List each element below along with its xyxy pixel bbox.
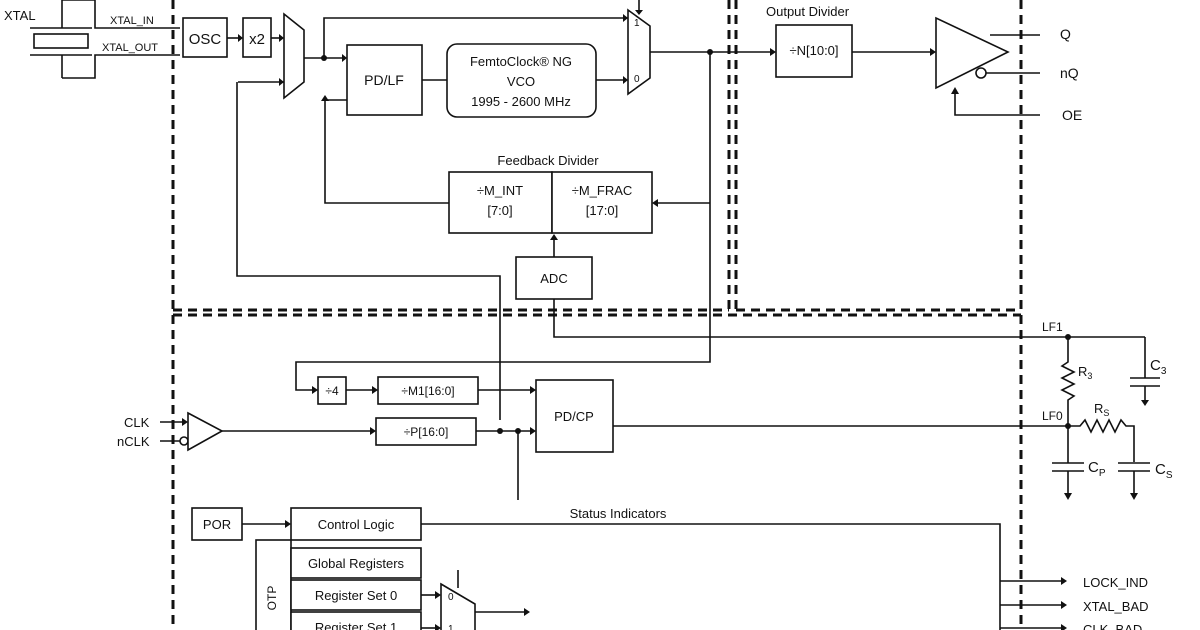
register-set-1-label: Register Set 1: [315, 620, 397, 630]
oe-label: OE: [1062, 107, 1082, 123]
p-divider-block: [375, 417, 477, 446]
register-select-mux: [440, 582, 476, 630]
m1-divider-block: [377, 376, 479, 405]
x2-label: x2: [249, 31, 265, 48]
otp-label: OTP: [265, 586, 279, 611]
q-label: Q: [1060, 26, 1071, 42]
n-divider-block: [775, 24, 853, 78]
output-buffer: [935, 16, 1010, 90]
cp-label: CP: [1088, 459, 1106, 479]
global-registers-block: [290, 547, 422, 579]
m-int-line1: ÷M_INT: [477, 183, 523, 198]
m-int-block: [448, 171, 553, 234]
vco-line1: FemtoClock® NG: [470, 54, 572, 69]
xtal-label: XTAL: [4, 8, 36, 23]
r3-label: R3: [1078, 364, 1092, 381]
m-frac-line2: [17:0]: [586, 203, 619, 218]
feedback-divider-title: Feedback Divider: [497, 153, 599, 168]
cs-label: CS: [1155, 461, 1173, 481]
xtal-in-label: XTAL_IN: [110, 15, 154, 27]
c3-label: C3: [1150, 357, 1167, 377]
bypass-mux-1: 1: [634, 18, 640, 29]
rs-label: RS: [1094, 401, 1109, 418]
register-set-0-label: Register Set 0: [315, 588, 397, 603]
r3-resistor: [1060, 352, 1076, 426]
rs-resistor: [1068, 418, 1135, 462]
vco-line3: 1995 - 2600 MHz: [471, 94, 571, 109]
osc-block: [182, 17, 228, 58]
lock-ind-label: LOCK_IND: [1083, 575, 1148, 590]
global-registers-label: Global Registers: [308, 556, 405, 571]
status-indicators-title: Status Indicators: [570, 506, 667, 521]
p-divider-label: ÷P[16:0]: [404, 425, 449, 439]
lf1-label: LF1: [1042, 320, 1063, 334]
adc-block: [515, 256, 593, 300]
control-logic-block: [290, 507, 422, 541]
x2-block: [242, 17, 272, 58]
control-logic-label: Control Logic: [318, 517, 395, 532]
lower-mux-0: 0: [448, 592, 454, 603]
pd-cp-label: PD/CP: [554, 409, 594, 424]
lf0-label: LF0: [1042, 409, 1063, 423]
otp-block: [255, 539, 292, 630]
por-label: POR: [203, 517, 231, 532]
bypass-mux-0: 0: [634, 74, 640, 85]
m1-divider-label: ÷M1[16:0]: [401, 384, 454, 398]
crystal-symbol: [30, 0, 180, 79]
pd-lf-block: [346, 44, 423, 116]
clk-label: CLK: [124, 415, 150, 430]
div4-label: ÷4: [325, 384, 339, 398]
vco-line2: VCO: [507, 74, 535, 89]
pd-cp-block: [535, 379, 614, 453]
clk-bad-label: CLK_BAD: [1083, 622, 1142, 630]
nq-label: nQ: [1060, 65, 1079, 81]
lower-mux-1: 1: [448, 624, 454, 630]
n-divider-label: ÷N[10:0]: [789, 43, 838, 58]
pd-lf-label: PD/LF: [364, 72, 404, 88]
nclk-label: nCLK: [117, 434, 150, 449]
clk-input-buffer: [187, 411, 224, 452]
adc-label: ADC: [540, 271, 567, 286]
bypass-mux: [627, 8, 651, 96]
xtal-out-label: XTAL_OUT: [102, 42, 158, 54]
register-set-1-block: [290, 611, 422, 630]
xtal-bad-label: XTAL_BAD: [1083, 599, 1149, 614]
osc-label: OSC: [189, 31, 222, 48]
input-mux: [283, 12, 305, 100]
m-frac-line1: ÷M_FRAC: [572, 183, 633, 198]
m-frac-block: [551, 171, 653, 234]
output-divider-title: Output Divider: [766, 4, 850, 19]
por-block: [191, 507, 243, 541]
region-borders: [171, 0, 1023, 630]
m-int-line2: [7:0]: [487, 203, 512, 218]
